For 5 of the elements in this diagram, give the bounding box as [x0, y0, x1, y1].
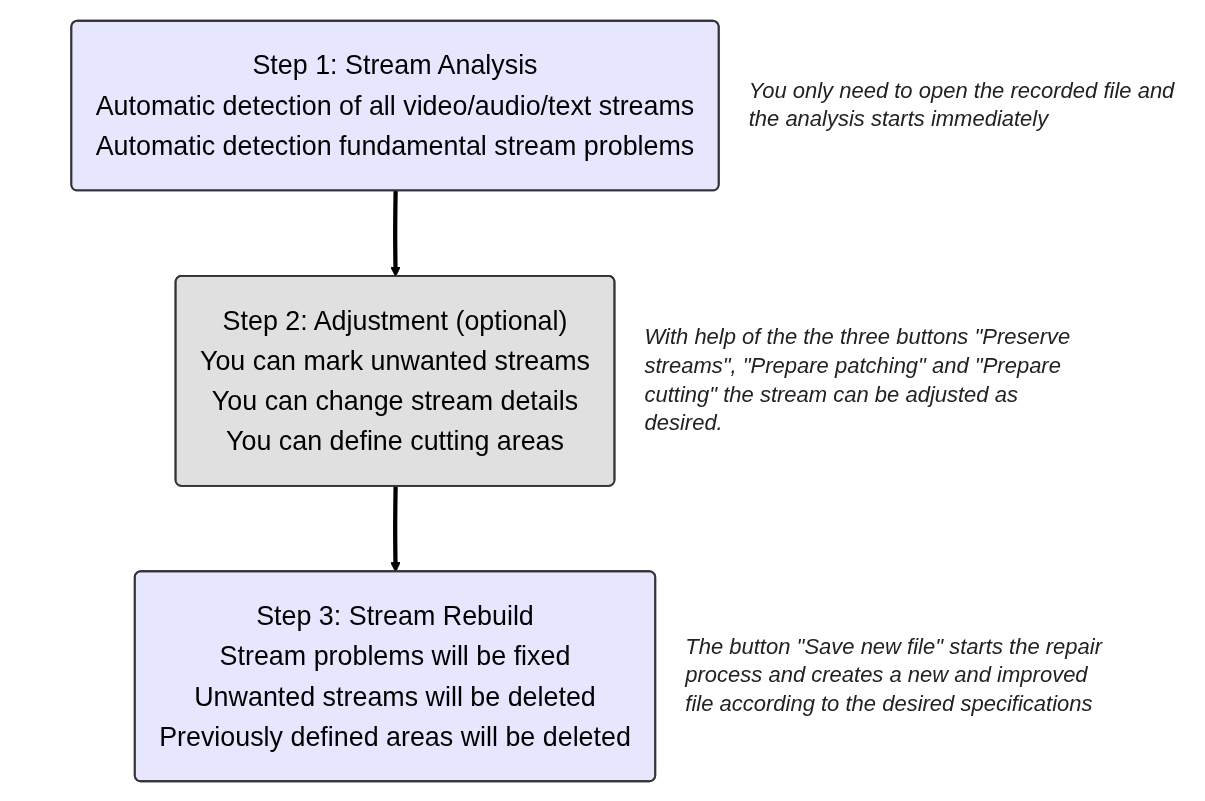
- side-note: With help of the the three buttons "Preserve streams", "Prepare patching" and "Prepare cutting" the stream can be adjusted as desired.: [644, 323, 1072, 438]
- side-note: The button "Save new file" starts the repair process and creates a new and improved file according to the desired specifications: [685, 632, 1104, 718]
- side-note: You only need to open the recorded file and the analysis starts immediately: [748, 76, 1176, 134]
- arrow: [390, 485, 401, 572]
- arrow: [390, 190, 401, 277]
